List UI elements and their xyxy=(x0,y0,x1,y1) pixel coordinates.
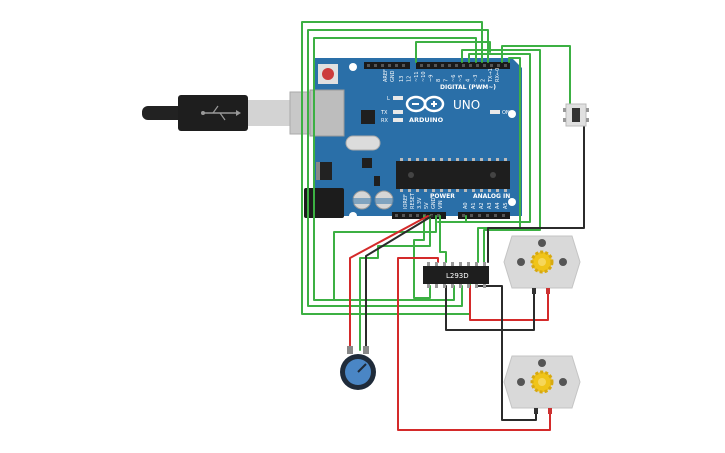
push-button[interactable] xyxy=(563,103,589,127)
digital-pin-label: 7 xyxy=(443,79,449,82)
digital-pin-label: ~5 xyxy=(458,75,464,82)
green-wire xyxy=(477,57,521,263)
digital-pin-label: ~9 xyxy=(429,75,435,82)
green-wire xyxy=(443,215,467,223)
wires xyxy=(301,21,585,431)
arduino-uno-board: L TX RX ON UNO ARDUINO xyxy=(304,58,522,220)
ioref-label: IOREF xyxy=(403,194,409,209)
l293d-label: L293D xyxy=(446,272,469,280)
digital-pin-label: RX←0 xyxy=(495,68,501,82)
digital-pin-label: 4 xyxy=(466,79,472,82)
v33-label: 3.3V xyxy=(417,197,423,209)
on-led-label: ON xyxy=(502,110,510,116)
digital-pin-label: 12 xyxy=(406,76,412,82)
green-wire xyxy=(461,49,541,263)
arduino-logo-icon xyxy=(405,95,445,113)
gear-icon xyxy=(530,370,554,394)
reset-label: RESET xyxy=(410,192,416,209)
power-jack xyxy=(304,188,344,218)
usb-port xyxy=(309,89,345,137)
black-wire xyxy=(365,215,433,351)
crystal xyxy=(345,135,381,151)
green-wire xyxy=(437,53,531,223)
analog-pin-label: A3 xyxy=(487,202,493,209)
digital-header xyxy=(364,62,510,69)
green-wire xyxy=(413,215,431,299)
green-wire xyxy=(439,215,447,263)
green-wire xyxy=(333,215,437,301)
digital-gnd-label: GND xyxy=(390,70,396,82)
green-wire xyxy=(501,45,571,111)
red-wire xyxy=(469,285,549,321)
atmega-chip xyxy=(396,158,510,192)
black-wire xyxy=(445,285,535,331)
board-brand-label: ARDUINO xyxy=(409,116,444,124)
power-gnd-label: GND xyxy=(431,197,437,209)
digital-pin-label: TX→1 xyxy=(488,68,494,83)
analog-pin-label: A4 xyxy=(495,202,501,209)
green-wire xyxy=(307,29,489,307)
usb-cable xyxy=(142,91,321,135)
power-header xyxy=(392,212,446,219)
black-wire xyxy=(487,121,585,263)
green-wire xyxy=(359,215,431,351)
potentiometer[interactable] xyxy=(340,346,376,390)
tx-led-label: TX xyxy=(380,110,388,116)
power-label: POWER xyxy=(430,193,455,200)
aref-label: AREF xyxy=(383,69,389,82)
gear-icon xyxy=(530,250,554,274)
l-led-label: L xyxy=(387,96,390,102)
dc-motor-2 xyxy=(503,355,581,414)
red-wire xyxy=(349,215,429,351)
analog-pin-label: A1 xyxy=(471,202,477,209)
black-wire xyxy=(477,285,537,421)
digital-header-label: DIGITAL (PWM~) xyxy=(440,84,496,91)
digital-pin-label: 8 xyxy=(436,79,442,82)
board-model-label: UNO xyxy=(453,98,480,112)
v5-label: 5V xyxy=(424,202,430,209)
rx-led-label: RX xyxy=(381,118,388,124)
green-wire xyxy=(415,41,491,63)
l293d-driver-chip: L293D xyxy=(423,262,489,288)
digital-pin-label: ~6 xyxy=(451,75,457,82)
analog-header xyxy=(458,212,510,219)
analog-pin-label: A2 xyxy=(479,202,485,209)
digital-pin-label: ~3 xyxy=(473,75,479,82)
digital-pin-label: 13 xyxy=(399,76,405,82)
dc-motor-1 xyxy=(503,235,581,294)
analog-pin-label: A0 xyxy=(463,202,469,209)
digital-pin-label: 2 xyxy=(480,79,486,82)
vin-label: VIN xyxy=(438,200,444,209)
usb-symbol-icon xyxy=(201,105,241,121)
reset-button[interactable] xyxy=(318,64,338,84)
digital-pin-label: ~11 xyxy=(414,71,420,82)
analog-in-label: ANALOG IN xyxy=(473,193,510,200)
digital-pin-label: ~10 xyxy=(421,71,427,82)
red-wire xyxy=(397,257,551,431)
analog-pin-label: A5 xyxy=(503,202,509,209)
